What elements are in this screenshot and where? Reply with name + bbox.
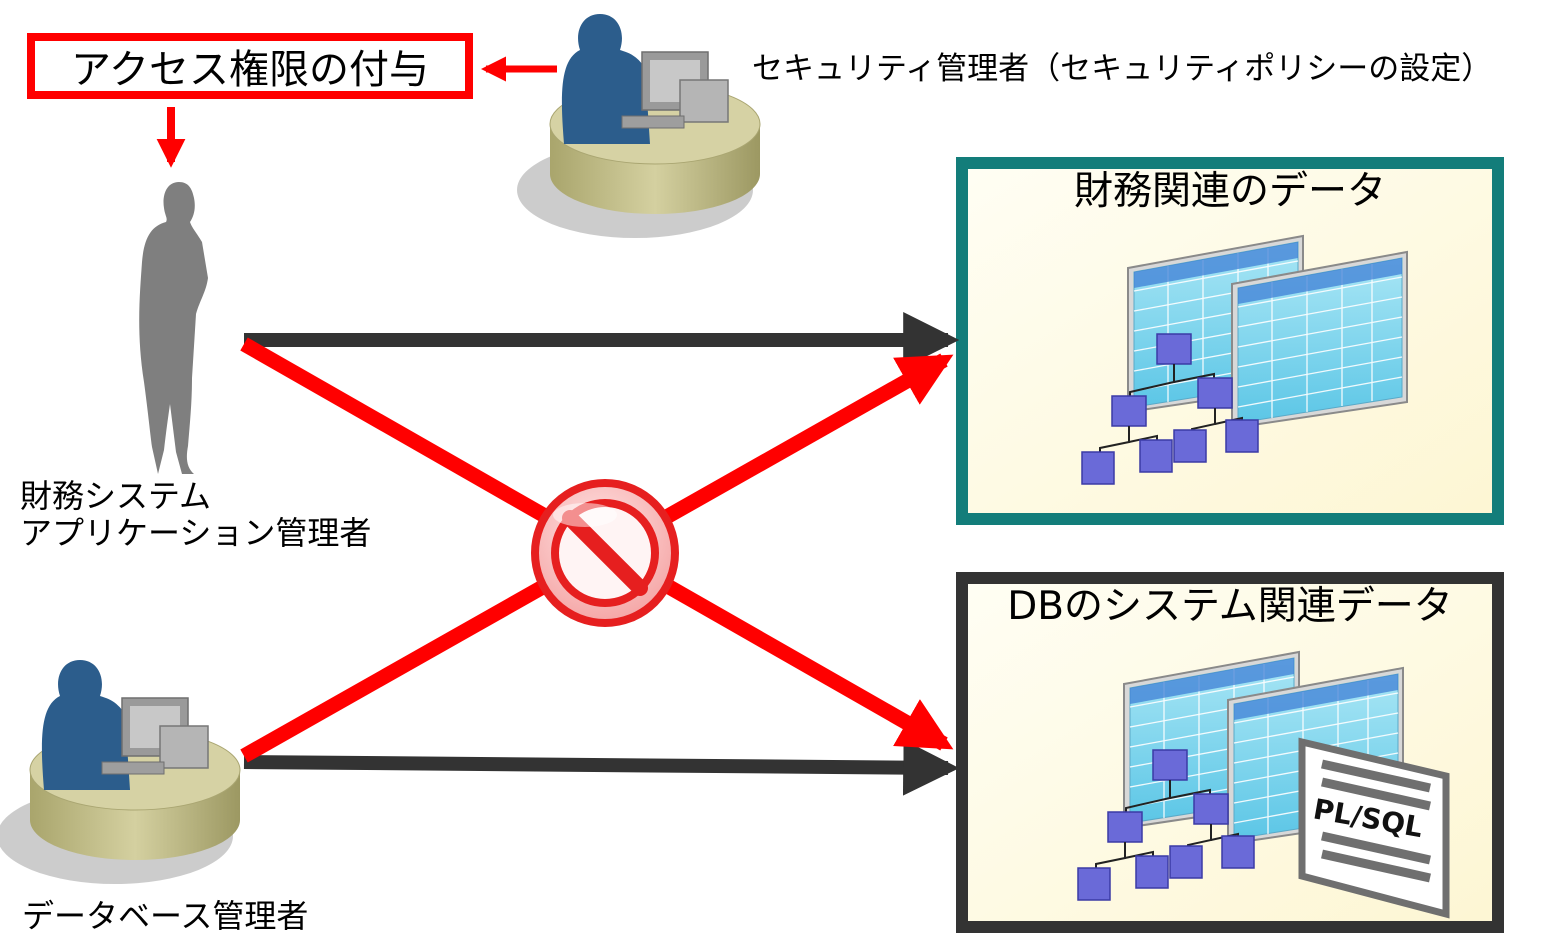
db-admin-icon — [0, 659, 241, 885]
finance-data-title: 財務関連のデータ — [1073, 169, 1386, 214]
no-entry-icon — [531, 479, 679, 627]
db-admin-label: データベース管理者 — [22, 897, 309, 935]
plsql-document-icon: PL/SQL — [1298, 737, 1450, 919]
finance-admin-label-line1: 財務システム — [20, 477, 212, 515]
finance-admin-label-line2: アプリケーション管理者 — [20, 513, 372, 552]
access-grant-label: アクセス権限の付与 — [71, 47, 429, 93]
finance-table-icon-2 — [1231, 251, 1408, 429]
security-admin-icon — [516, 13, 761, 239]
finance-admin-person-icon — [139, 182, 208, 474]
db-admin-to-db-data-arrow — [243, 739, 960, 796]
finance-admin-label: 財務システム アプリケーション管理者 — [20, 478, 371, 552]
access-grant-box: アクセス権限の付与 — [27, 33, 473, 99]
security-admin-label: セキュリティ管理者（セキュリティポリシーの設定） — [752, 51, 1493, 87]
db-system-data-title: DBのシステム関連データ — [1007, 584, 1453, 629]
